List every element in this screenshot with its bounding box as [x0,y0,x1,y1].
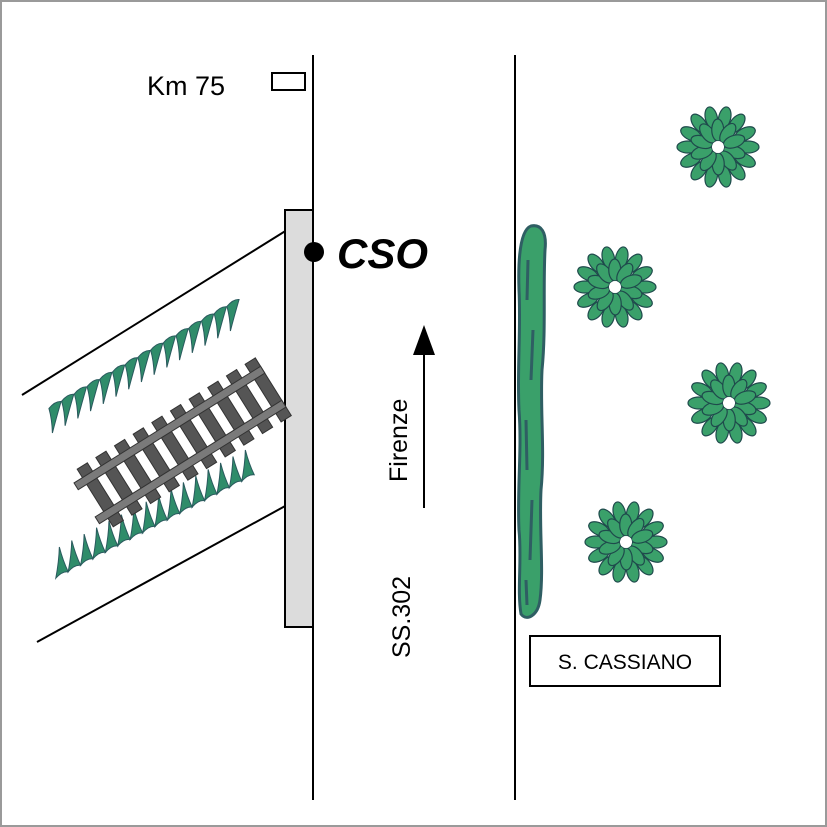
place-label-box [529,635,721,687]
spike-icon [111,364,126,397]
arrow-up-icon [413,325,435,355]
spike-icon [216,462,231,496]
tree-icon [584,501,668,583]
tree-leaf [630,529,654,544]
place-label: S. CASSIANO [558,651,692,674]
road-label: SS.302 [388,576,416,658]
spike-icon [166,488,181,522]
spike-icon [200,313,215,346]
spike-icon [188,320,202,353]
spike-icon [129,508,144,542]
spike-icon [191,475,206,509]
spike-icon [67,540,82,574]
tree-icon [676,106,760,188]
platform [284,209,314,628]
hedge-icon [516,224,547,619]
tree-center [723,397,735,409]
spike-icon [226,299,240,332]
embankment-spikes-upper [48,299,240,434]
spike-icon [213,306,228,339]
tree-icon [573,246,657,328]
embankment-upper-edge [21,229,288,396]
spike-icon [175,328,189,361]
spike-icon [240,449,256,483]
embankment-lower-edge [36,504,288,643]
spike-icon [228,456,243,490]
tree-leaf [619,274,643,289]
embankment-spikes-lower [54,449,256,580]
spike-icon [141,501,156,535]
station-label: CSO [337,230,428,277]
tree-center [712,141,724,153]
spike-icon [137,350,151,383]
spike-icon [104,521,119,555]
spike-icon [79,533,94,568]
km-post-icon [271,72,306,91]
spike-icon [162,335,177,368]
tree-center [620,536,632,548]
km-marker-label: Km 75 [147,71,225,101]
tree-center [609,281,621,293]
railway-track-icon [73,357,292,528]
direction-label: Firenze [385,399,413,482]
spike-icon [99,371,113,404]
spike-icon [203,469,218,503]
tree-leaf [722,134,746,149]
tree-icon [687,362,771,444]
spike-icon [92,527,107,561]
filled-circle-icon [304,242,324,262]
tree-leaf [733,390,757,405]
spike-icon [61,393,75,426]
spike-icon [150,342,164,375]
spike-icon [124,357,139,390]
spike-icon [178,482,194,516]
spike-icon [86,379,100,412]
hedge-shading [524,259,535,606]
spike-icon [116,514,132,548]
spike-icon [154,495,169,529]
spike-icon [54,546,70,580]
spike-icon [48,401,62,434]
spike-icon [73,386,88,419]
